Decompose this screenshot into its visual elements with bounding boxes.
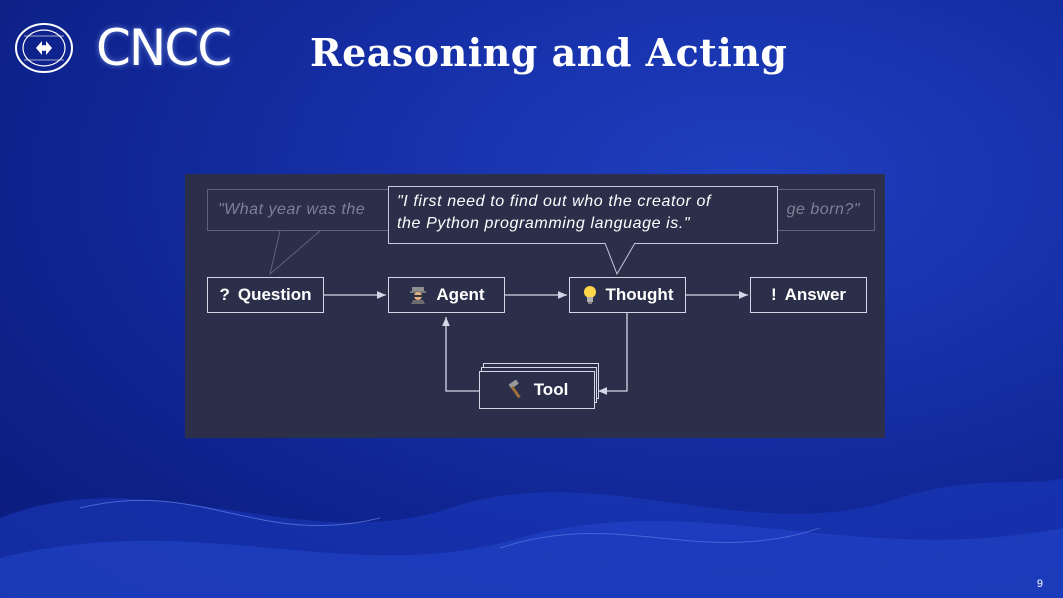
question-text-right: ge born?" (786, 201, 860, 218)
page-number: 9 (1036, 578, 1043, 590)
thought-node: Thought (569, 277, 686, 313)
thought-node-label: Thought (605, 285, 674, 304)
page-title: Reasoning and Acting (310, 30, 788, 75)
tool-node-label: Tool (533, 380, 569, 399)
cncc-logo: CNCC (96, 19, 232, 77)
agent-icon (410, 287, 427, 304)
answer-node: ! Answer (750, 277, 867, 313)
agent-node-label: Agent (436, 285, 485, 304)
hammer-icon (508, 380, 521, 399)
thought-speech-bubble: "I first need to find out who the creato… (388, 186, 778, 244)
question-mark-icon: ? (219, 285, 230, 304)
answer-node-label: Answer (784, 285, 847, 304)
ccf-seal-logo (15, 23, 73, 73)
background-wave (0, 478, 1063, 598)
tool-node: Tool (479, 371, 595, 409)
thought-line-2: the Python programming language is." (397, 215, 691, 232)
question-text-left: "What year was the (218, 201, 366, 218)
diagram-connectors (269, 230, 748, 395)
question-node: ? Question (207, 277, 324, 313)
agent-node: Agent (388, 277, 505, 313)
thought-bubble-tail (604, 242, 636, 276)
react-diagram: "What year was the ge born?" "I first ne… (185, 174, 885, 438)
question-node-label: Question (237, 285, 312, 304)
lightbulb-icon (583, 286, 596, 304)
thought-line-1: "I first need to find out who the creato… (397, 193, 712, 210)
exclamation-icon: ! (770, 285, 777, 304)
